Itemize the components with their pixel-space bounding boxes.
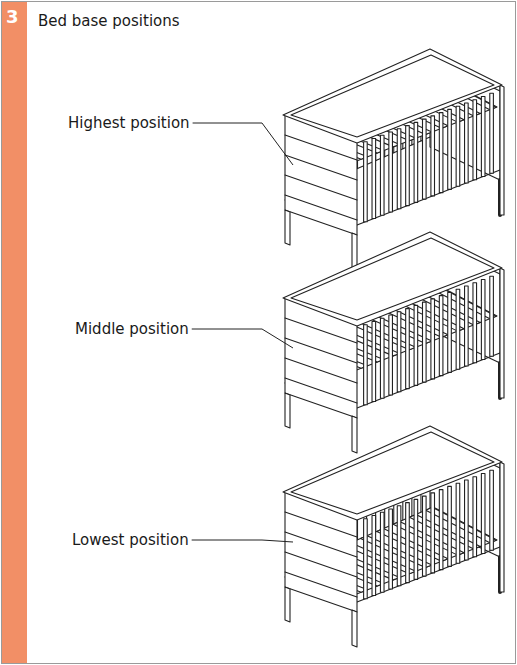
bed-slat xyxy=(426,507,497,542)
leader-line xyxy=(193,123,293,165)
crib-leg xyxy=(500,462,504,592)
crib-stroke xyxy=(285,572,357,597)
crib-stroke xyxy=(285,378,357,403)
side-spindle xyxy=(422,119,426,199)
side-spindle xyxy=(372,139,376,219)
side-spindle xyxy=(406,126,410,206)
side-spindle xyxy=(364,325,368,405)
title: Bed base positions xyxy=(38,12,180,30)
side-spindle xyxy=(439,296,443,376)
top-rail xyxy=(283,232,502,326)
crib-leg xyxy=(500,85,504,215)
side-spindle xyxy=(380,135,384,215)
position-label: Middle position xyxy=(75,320,189,338)
crib-leg xyxy=(352,416,357,453)
side-spindle xyxy=(372,322,376,402)
side-spindle xyxy=(481,473,485,553)
side-spindle xyxy=(490,276,494,356)
step-bar xyxy=(2,2,27,663)
side-spindle xyxy=(481,96,485,176)
side-spindle xyxy=(406,309,410,389)
position-label: Highest position xyxy=(68,114,190,132)
leader-line xyxy=(192,329,293,348)
crib-leg xyxy=(352,233,357,270)
side-spindle xyxy=(456,483,460,563)
side-spindle xyxy=(456,106,460,186)
side-spindle xyxy=(414,122,418,202)
side-spindle xyxy=(389,315,393,395)
crib-stroke xyxy=(285,532,357,557)
side-spindle xyxy=(448,486,452,566)
crib-stroke xyxy=(357,547,500,602)
side-spindle xyxy=(431,299,435,379)
crib-stroke xyxy=(285,175,357,200)
side-spindle xyxy=(431,116,435,196)
top-rail xyxy=(283,49,502,143)
crib-leg xyxy=(285,210,290,245)
side-spindle xyxy=(414,305,418,385)
side-spindle xyxy=(439,490,443,570)
side-spindle xyxy=(380,318,384,398)
crib-leg xyxy=(500,268,504,398)
side-spindle xyxy=(364,519,368,599)
side-spindle xyxy=(481,279,485,359)
top-rail-inner xyxy=(291,55,494,137)
step-number: 3 xyxy=(6,8,19,26)
leader-line xyxy=(192,540,293,542)
crib-leg xyxy=(285,393,290,428)
side-spindle xyxy=(490,93,494,173)
top-rail xyxy=(283,426,502,520)
side-spindle xyxy=(465,286,469,366)
side-spindle xyxy=(389,132,393,212)
side-spindle xyxy=(397,312,401,392)
crib-leg xyxy=(285,587,290,622)
side-spindle xyxy=(364,142,368,222)
top-rail-inner xyxy=(291,238,494,320)
side-spindle xyxy=(490,470,494,550)
crib-stroke xyxy=(285,358,357,383)
side-spindle xyxy=(456,289,460,369)
side-spindle xyxy=(406,503,410,583)
crib-stroke xyxy=(285,552,357,577)
side-spindle xyxy=(465,103,469,183)
crib-stroke xyxy=(285,195,357,220)
side-spindle xyxy=(422,496,426,576)
side-spindle xyxy=(448,109,452,189)
side-spindle xyxy=(431,493,435,573)
side-spindle xyxy=(473,477,477,557)
side-spindle xyxy=(414,499,418,579)
side-spindle xyxy=(473,283,477,363)
side-spindle xyxy=(372,516,376,596)
side-spindle xyxy=(465,480,469,560)
crib-stroke xyxy=(357,353,500,408)
top-rail-inner xyxy=(291,432,494,514)
side-spindle xyxy=(397,129,401,209)
side-spindle xyxy=(389,509,393,589)
side-spindle xyxy=(448,292,452,372)
side-spindle xyxy=(380,512,384,592)
side-spindle xyxy=(439,113,443,193)
side-spindle xyxy=(473,100,477,180)
crib-stroke xyxy=(357,170,500,225)
crib-stroke xyxy=(285,338,357,363)
crib-leg xyxy=(352,610,357,647)
side-spindle xyxy=(422,302,426,382)
side-spindle xyxy=(397,506,401,586)
position-label: Lowest position xyxy=(72,531,189,549)
crib-stroke xyxy=(285,155,357,180)
